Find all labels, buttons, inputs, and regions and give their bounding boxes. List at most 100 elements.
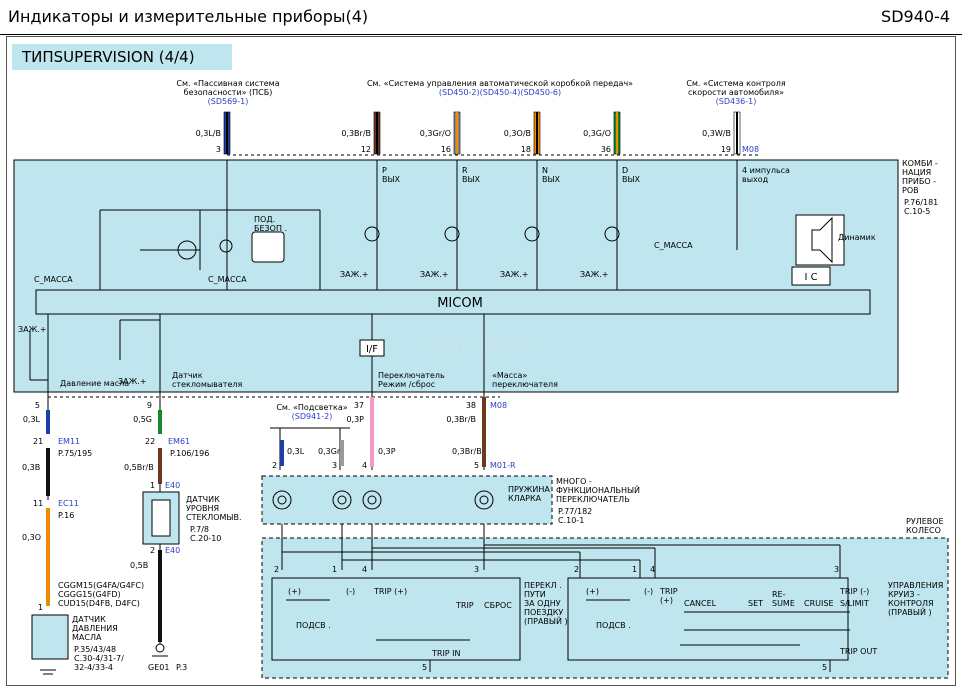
- conn-em11: EM11: [58, 437, 80, 446]
- oil-sensor-box: [31, 614, 69, 660]
- ign-4: ЗАЖ.+: [580, 270, 608, 279]
- left-sw-label-2: ПУТИ: [524, 590, 546, 599]
- ill-pin-3: 3: [332, 461, 337, 470]
- washer-sensor-2: УРОВНЯ: [186, 504, 219, 513]
- multi-label-1: МНОГО -: [556, 477, 592, 486]
- top-wire-stripe-19: [736, 112, 738, 154]
- right-set: SET: [748, 599, 763, 608]
- bottom-wire-label-38: 0,3Br/B: [446, 415, 476, 424]
- diagram-code: SD940-4: [881, 7, 950, 26]
- ic-box: [791, 266, 831, 286]
- left-sw-label-1: ПЕРЕКЛ .: [524, 581, 562, 590]
- top-wire-stripe-36: [616, 112, 618, 154]
- gear-r-out: ВЫХ: [462, 175, 481, 184]
- trip-switch-box: [271, 577, 521, 661]
- clock-spring-coils: [272, 490, 494, 510]
- right-pin-5: 5: [822, 663, 827, 672]
- pin-11: 11: [33, 499, 43, 508]
- right-trip-out: TRIP OUT: [839, 647, 877, 656]
- ground-page: P.3: [176, 663, 187, 672]
- conn-ec11: EC11: [58, 499, 79, 508]
- left-trip-plus: TRIP (+): [373, 587, 407, 596]
- right-pin-2: 2: [574, 565, 579, 574]
- pulse-label-2: выход: [742, 175, 769, 184]
- top-wire-label-36: 0,3G/O: [583, 129, 611, 138]
- wire-3b-label: 0,3B: [22, 463, 40, 472]
- em11-page: P.75/195: [58, 449, 92, 458]
- gear-n: N: [542, 166, 548, 175]
- left-pin-3: 3: [474, 565, 479, 574]
- top-wire-label-19: 0,3W/B: [702, 129, 731, 138]
- left-sw-label-5: (ПРАВЫЙ ): [524, 615, 568, 626]
- ill-pin-2: 2: [272, 461, 277, 470]
- conn-m08-bottom: M08: [490, 401, 507, 410]
- ref-airbag-link[interactable]: (SD569-1): [208, 97, 249, 106]
- page-title: Индикаторы и измерительные приборы(4): [8, 7, 369, 26]
- ground-icon: [152, 643, 168, 657]
- right-pin-4: 4: [650, 565, 655, 574]
- right-trip-minus: TRIP (-): [839, 587, 869, 596]
- left-ill: ПОДСВ .: [296, 621, 331, 630]
- seatbelt-icon: [251, 231, 285, 263]
- subtitle: ТИПSUPERVISION (4/4): [12, 44, 232, 70]
- ref-ill-1: См. «Подсветка»: [276, 403, 347, 412]
- conn-e40-2: E40: [165, 546, 180, 555]
- ground-label-1: «Масса»: [492, 371, 527, 380]
- wheel-label-1: РУЛЕВОЕ: [906, 517, 944, 526]
- belt-label-1: ПОД.: [254, 215, 275, 224]
- ref-speed-1: См. «Система контроля: [686, 79, 786, 88]
- top-wire-label-18: 0,3O/B: [504, 129, 531, 138]
- pin-22: 22: [145, 437, 155, 446]
- washer-label-1: Датчик: [172, 371, 203, 380]
- mass-3: С_МАССА: [654, 241, 693, 250]
- bottom-wire-label-37: 0,3P: [346, 415, 364, 424]
- washer-label-2: стекломывателя: [172, 380, 242, 389]
- diagram-frame: [6, 36, 956, 686]
- top-pin-19: 19: [721, 145, 731, 154]
- wire-ill-p: [370, 397, 374, 467]
- left-pin-1: 1: [332, 565, 337, 574]
- cluster-name-3: ПРИБО -: [902, 177, 936, 186]
- ref-speed-link[interactable]: (SD436-1): [716, 97, 757, 106]
- belt-label-2: БЕЗОП .: [254, 224, 287, 233]
- right-slimit: S/LIMIT: [840, 599, 869, 608]
- gear-p-out: ВЫХ: [382, 175, 401, 184]
- oil-pressure-label: Давление масла: [60, 379, 129, 388]
- top-wire-stripe-18: [536, 112, 538, 154]
- right-resume-1: RE-: [772, 590, 786, 599]
- cluster-page-1: P.76/181: [904, 198, 938, 207]
- top-wire-label-16: 0,3Gr/O: [420, 129, 451, 138]
- mode-label-2: Режим /сброс: [378, 380, 435, 389]
- micom-label: MICOM: [437, 296, 483, 311]
- ign-3: ЗАЖ.+: [500, 270, 528, 279]
- ill-wire-1: 0,3L: [287, 447, 305, 456]
- wire-em61-g: [158, 410, 162, 434]
- bottom-wire-label-5: 0,3L: [23, 415, 41, 424]
- if-label: I/F: [366, 344, 378, 355]
- left-pin-2: 2: [274, 565, 279, 574]
- clock-spring-panel: [261, 475, 553, 525]
- gear-transistors: [177, 226, 620, 260]
- bottom-pin-9: 9: [147, 401, 152, 410]
- oil-model-3: CUD15(D4FB, D4FC): [58, 599, 140, 608]
- wire-5brb-label: 0,5Br/B: [124, 463, 154, 472]
- right-pin-1: 1: [632, 565, 637, 574]
- ref-airbag-1: См. «Пассивная система: [176, 79, 279, 88]
- cluster-name-1: КОМБИ -: [902, 159, 938, 168]
- left-pin-4: 4: [362, 565, 367, 574]
- pin-1-e40: 1: [150, 481, 155, 490]
- ec11-page: P.16: [58, 511, 74, 520]
- micom-box: [35, 289, 871, 315]
- washer-sensor-1: ДАТЧИК: [186, 495, 220, 504]
- ref-trans-link[interactable]: (SD450-2)(SD450-4)(SD450-6): [439, 88, 561, 97]
- top-pin-3: 3: [216, 145, 221, 154]
- oil-sensor-1: ДАТЧИК: [72, 615, 106, 624]
- ign-6: ЗАЖ.+: [118, 377, 146, 386]
- top-wire-label-3: 0,3L/B: [196, 129, 221, 138]
- right-sw-label-3: КОНТРОЛЯ: [888, 599, 934, 608]
- ref-ill-link[interactable]: (SD941-2): [292, 412, 333, 421]
- multi-page-2: С.10-1: [558, 516, 584, 525]
- wire-5brb: [158, 448, 162, 484]
- multi-label-3: ПЕРЕКЛЮЧАТЕЛЬ: [556, 495, 630, 504]
- bottom-pin-5: 5: [35, 401, 40, 410]
